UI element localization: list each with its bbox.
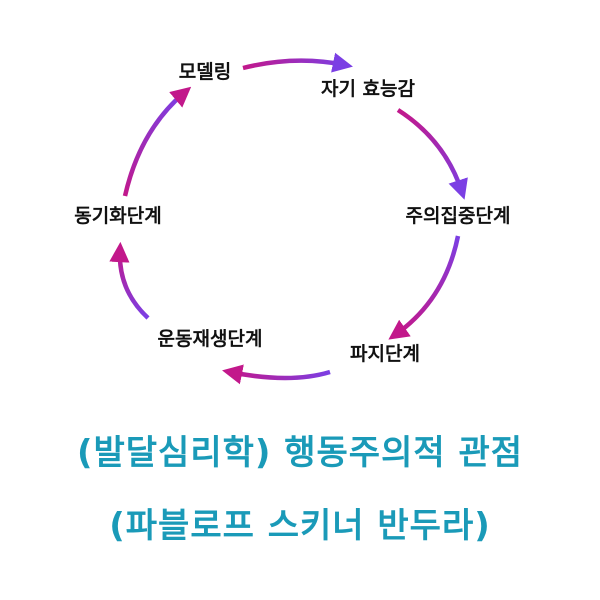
node-retention: 파지단계 [350,343,420,365]
caption-title: (발달심리학) 행동주의적 관점 [76,433,524,473]
cycle-diagram: 모델링 자기 효능감 주의집중단계 파지단계 운동재생단계 동기화단계 [74,52,511,385]
arrow-reproduction-to-motivation [109,241,150,320]
node-reproduction: 운동재생단계 [158,328,263,350]
arrow-self-efficacy-to-attention [396,108,468,200]
node-self-efficacy: 자기 효능감 [321,78,416,100]
node-modeling: 모델링 [179,61,231,83]
arrow-retention-to-reproduction [222,364,331,385]
node-attention: 주의집중단계 [406,205,511,227]
arrow-attention-to-retention [388,235,461,340]
arrow-modeling-to-self-efficacy [242,52,353,73]
caption-subtitle: (파블로프 스키너 반두라) [109,506,491,546]
arrow-motivation-to-modeling [122,86,192,197]
node-motivation: 동기화단계 [74,205,161,227]
